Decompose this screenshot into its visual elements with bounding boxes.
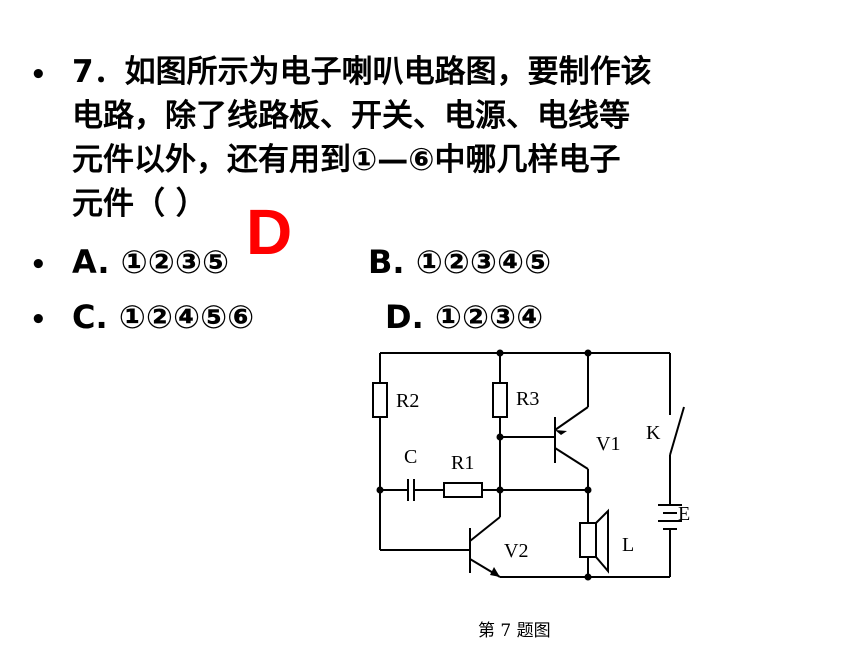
label-r2: R2 <box>396 390 419 412</box>
question-line-1: 7．如图所示为电子喇叭电路图，要制作该 <box>72 54 652 90</box>
label-v2: V2 <box>504 540 528 562</box>
bullet-option-c: • <box>30 305 47 335</box>
figure-caption: 第 7 题图 <box>478 621 551 641</box>
bullet-question: • <box>30 60 47 90</box>
option-d: D. ①②③④ <box>385 298 544 336</box>
question-line-3: 元件以外，还有用到①—⑥中哪几样电子 <box>72 142 621 178</box>
label-l: L <box>622 534 634 556</box>
circuit-diagram: R2 R3 C R1 V1 V2 K E L 第 7 题图 <box>372 349 690 641</box>
label-c: C <box>404 446 417 468</box>
answer-mark: D <box>246 196 293 268</box>
option-b: B. ①②③④⑤ <box>368 243 552 281</box>
question-line-2: 电路，除了线路板、开关、电源、电线等 <box>72 98 630 134</box>
question-line-4: 元件（ ） <box>72 186 207 222</box>
label-e: E <box>678 503 690 525</box>
label-k: K <box>646 422 661 444</box>
label-r1: R1 <box>451 452 474 474</box>
bullet-option-a: • <box>30 250 47 280</box>
label-r3: R3 <box>516 388 539 410</box>
option-a: A. ①②③⑤ <box>72 243 230 281</box>
label-v1: V1 <box>596 433 620 455</box>
option-c: C. ①②④⑤⑥ <box>72 298 255 336</box>
